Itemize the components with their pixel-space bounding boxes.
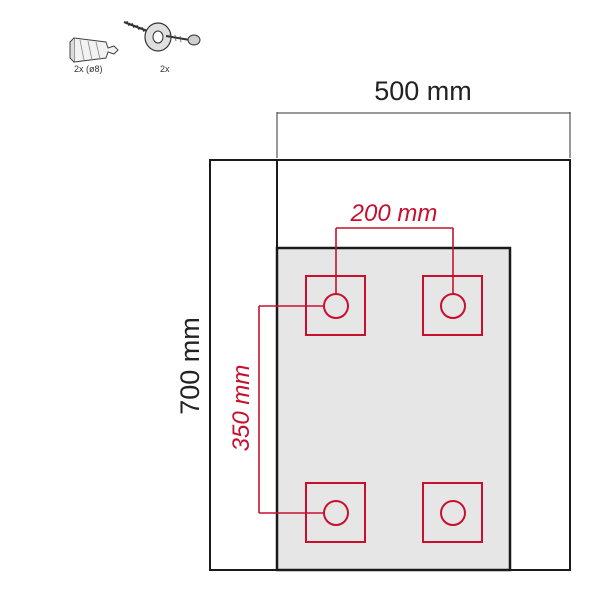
wall-plug-icon <box>69 37 119 63</box>
mounting-panel <box>275 246 512 572</box>
screw-label: 2x <box>160 64 170 74</box>
overall-height-label: 700 mm <box>175 317 205 415</box>
vertical-spacing-label: 350 mm <box>228 365 255 452</box>
horizontal-spacing-label: 200 mm <box>350 200 438 227</box>
anchor-label: 2x (ø8) <box>74 64 103 74</box>
mounting-hole-top-right <box>422 275 483 336</box>
mounting-hole-top-left <box>305 275 366 336</box>
mounting-hole-bottom-left <box>305 482 366 543</box>
width-dimension <box>276 112 571 158</box>
screw-with-washer-icon <box>123 20 201 52</box>
mounting-hole-bottom-right <box>422 482 483 543</box>
overall-width-label: 500 mm <box>374 76 472 106</box>
